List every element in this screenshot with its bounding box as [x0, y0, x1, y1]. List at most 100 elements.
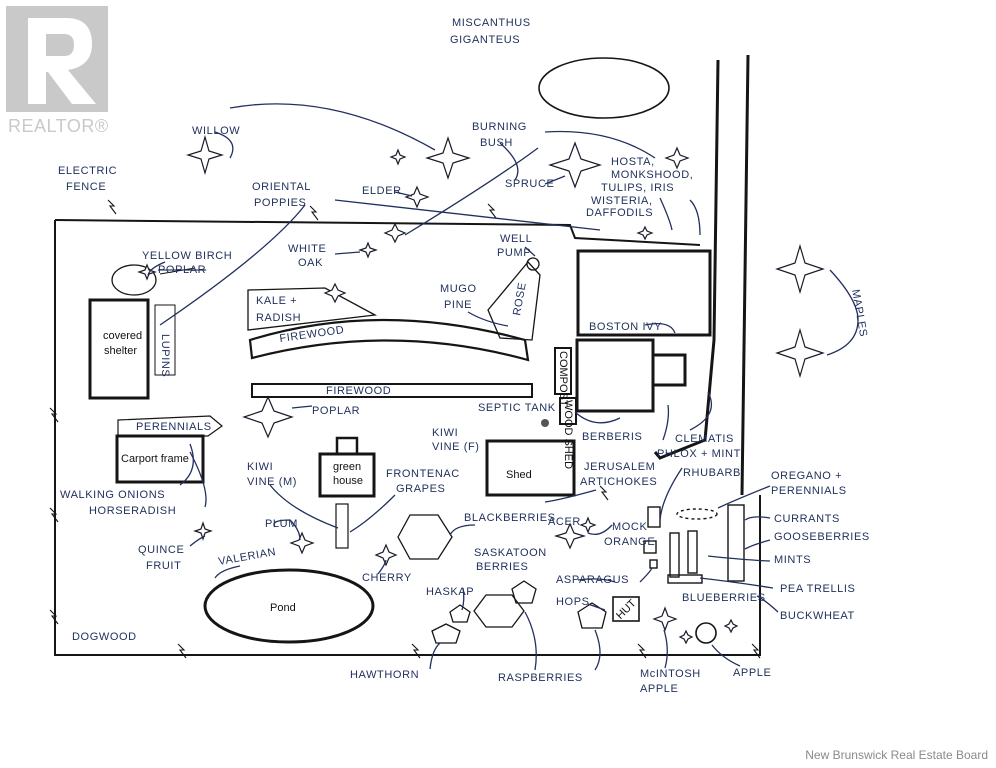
- realtor-logo-mark: [6, 6, 108, 112]
- label-hawthorn: HAWTHORN: [350, 669, 419, 681]
- label-plum: PLUM: [265, 518, 298, 530]
- label-artichokes: ARTICHOKES: [580, 476, 657, 488]
- label-fruit: FRUIT: [146, 560, 181, 572]
- label-poplar: POPLAR: [312, 405, 360, 417]
- miscanthus-bed: [538, 57, 670, 119]
- label-willow: WILLOW: [192, 125, 240, 137]
- label-fence: FENCE: [66, 181, 106, 193]
- kiwi-trellis: [335, 503, 349, 549]
- label-phlox-mint: PHLOX + MINT: [657, 448, 741, 460]
- label-acer: ACER: [548, 516, 581, 528]
- label-oregano: OREGANO +: [771, 470, 842, 482]
- label-white: WHITE: [288, 243, 326, 255]
- label-pine: PINE: [444, 299, 472, 311]
- label-kiwi-f: KIWI: [432, 427, 458, 439]
- berry-shrubs: [397, 514, 607, 644]
- lupins-bed: [154, 304, 176, 376]
- label-haskap: HASKAP: [426, 586, 474, 598]
- label-jerusalem: JERUSALEM: [584, 461, 655, 473]
- buildings: [88, 249, 712, 622]
- label-miscanthus: MISCANTHUS: [452, 17, 531, 29]
- label-buckwheat: BUCKWHEAT: [780, 610, 855, 622]
- label-spruce: SPRUCE: [505, 178, 554, 190]
- label-apple: APPLE: [733, 667, 771, 679]
- label-elder: ELDER: [362, 185, 402, 197]
- apple-tree: [695, 622, 717, 644]
- vegetable-garden: [643, 504, 745, 584]
- label-tulips-iris: TULIPS, IRIS: [601, 182, 674, 194]
- label-hosta: HOSTA,: [611, 156, 655, 168]
- house-porch: [651, 353, 687, 387]
- wood-shed: [559, 397, 577, 425]
- label-vine-m: VINE (M): [247, 476, 297, 488]
- shed: [485, 439, 576, 497]
- label-mugo: MUGO: [440, 283, 477, 295]
- label-pump: PUMP: [497, 247, 531, 259]
- label-oregano-perennials: PERENNIALS: [771, 485, 847, 497]
- label-firewood-top: FIREWOOD: [279, 324, 345, 345]
- label-shed: Shed: [506, 469, 532, 481]
- label-septic-tank: SEPTIC TANK: [478, 402, 556, 414]
- perennials-bed: [117, 415, 223, 437]
- label-gooseberries: GOOSEBERRIES: [774, 531, 870, 543]
- label-vine-f: VINE (F): [432, 441, 480, 453]
- label-lupins: LUPINS: [159, 334, 171, 377]
- well-pump: [526, 257, 540, 271]
- label-shelter: shelter: [104, 345, 137, 357]
- label-pond: Pond: [270, 602, 296, 614]
- label-wisteria: WISTERIA,: [591, 195, 653, 207]
- label-valerian: VALERIAN: [217, 546, 277, 568]
- pond: [203, 568, 375, 644]
- label-radish: RADISH: [256, 312, 301, 324]
- label-raspberries: RASPBERRIES: [498, 672, 583, 684]
- label-berberis: BERBERIS: [582, 431, 642, 443]
- house-wing: [575, 338, 655, 413]
- hut: [612, 596, 640, 622]
- label-mock: MOCK: [612, 521, 647, 533]
- label-daffodils: DAFFODILS: [586, 207, 653, 219]
- label-kiwi-m: KIWI: [247, 461, 273, 473]
- label-burning: BURNING: [472, 121, 527, 133]
- label-mcintosh-apple: APPLE: [640, 683, 678, 695]
- label-blackberries: BLACKBERRIES: [464, 512, 556, 524]
- label-yellow-birch: YELLOW BIRCH: [142, 250, 232, 262]
- label-poppies: POPPIES: [254, 197, 307, 209]
- label-boston-ivy: BOSTON IVY: [589, 321, 662, 333]
- label-hut: HUT: [614, 597, 639, 622]
- label-quince: QUINCE: [138, 544, 184, 556]
- label-currants: CURRANTS: [774, 513, 840, 525]
- label-frontenac: FRONTENAC: [386, 468, 460, 480]
- label-oriental: ORIENTAL: [252, 181, 311, 193]
- house-main: [576, 249, 712, 337]
- electric-fence-markers: [49, 199, 761, 659]
- label-blueberries: BLUEBERRIES: [682, 592, 766, 604]
- realtor-logo-text: REALTOR®: [8, 116, 109, 136]
- tree-stars: [137, 134, 825, 645]
- watermark: New Brunswick Real Estate Board: [805, 748, 988, 762]
- label-walking-onions: WALKING ONIONS: [60, 489, 165, 501]
- label-bush: BUSH: [480, 137, 513, 149]
- label-firewood-bottom: FIREWOOD: [326, 385, 391, 397]
- label-saskatoon: SASKATOON: [474, 547, 547, 559]
- property-boundary: [54, 54, 761, 656]
- label-cherry: CHERRY: [362, 572, 412, 584]
- label-maples: MAPLES: [849, 288, 869, 338]
- label-mcintosh: McINTOSH: [640, 668, 701, 680]
- label-kale: KALE +: [256, 295, 297, 307]
- garden-beds: [111, 261, 541, 341]
- label-dogwood: DOGWOOD: [72, 631, 137, 643]
- pointer-arrows: [147, 103, 859, 671]
- label-grapes: GRAPES: [396, 483, 445, 495]
- label-hops: HOPS: [556, 596, 590, 608]
- firewood-piles: [248, 318, 533, 398]
- label-poplar-struck: POPLAR: [158, 264, 206, 276]
- label-orange: ORANGE: [604, 536, 655, 548]
- label-wood-shed: WOOD SHED: [562, 400, 574, 469]
- label-pea-trellis: PEA TRELLIS: [780, 583, 856, 595]
- label-giganteus: GIGANTEUS: [450, 34, 520, 46]
- label-monkshood: MONKSHOOD,: [611, 169, 693, 181]
- label-horseradish: HORSERADISH: [89, 505, 176, 517]
- label-clematis: CLEMATIS: [675, 433, 734, 445]
